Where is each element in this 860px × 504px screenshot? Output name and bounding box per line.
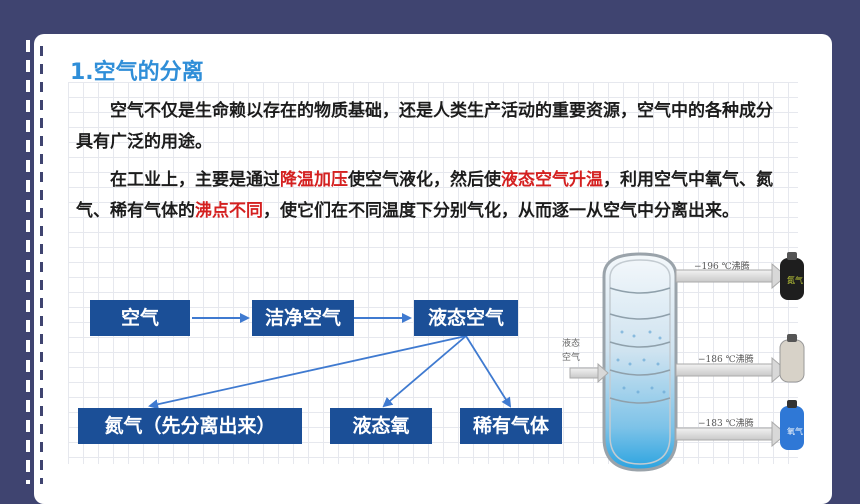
outlet-bottom-label: −183 ℃沸腾 — [698, 417, 754, 429]
arrow-liquid-to-rare — [465, 335, 512, 408]
binding-dashes — [26, 40, 30, 484]
box-air: 空气 — [90, 300, 190, 336]
binding-holes — [40, 46, 43, 484]
box-liquid-air: 液态空气 — [414, 300, 518, 336]
paragraph-1: 空气不仅是生命赖以存在的物质基础，还是人类生产活动的重要资源，空气中的各种成分具… — [76, 101, 773, 152]
inlet-label-1: 液态 — [562, 337, 580, 349]
paragraph-2-part-2: 使空气液化，然后使 — [348, 170, 501, 190]
arrow-liquid-to-nitrogen — [148, 335, 467, 410]
highlight-liquid-air-warming: 液态空气升温 — [501, 170, 603, 190]
paragraph-2-part-3: ，利用空气中氧气、氮气、稀有气体的 — [76, 170, 773, 221]
cylinder-top-label: 氮气 — [787, 275, 803, 285]
inlet-label-2: 空气 — [562, 351, 580, 363]
box-rare-gas: 稀有气体 — [460, 408, 562, 444]
outlet-top-label: −196 ℃沸腾 — [694, 260, 750, 272]
box-clean-air: 洁净空气 — [252, 300, 354, 336]
outlet-mid-label: −186 ℃沸腾 — [698, 353, 754, 365]
paragraph-2-part-4: ，使它们在不同温度下分别气化，从而逐一从空气中分离出来。 — [263, 201, 739, 221]
flow-arrows — [148, 313, 512, 410]
section-title: 1.空气的分离 — [70, 60, 204, 85]
paragraph-2-part-1: 在工业上，主要是通过 — [110, 170, 280, 190]
highlight-boiling-point: 沸点不同 — [195, 201, 263, 221]
box-nitrogen: 氮气（先分离出来） — [78, 408, 302, 444]
fractionation-column: −196 ℃沸腾 −186 ℃沸腾 −183 ℃沸腾 液态 空气 氮气 氧气 — [562, 252, 805, 472]
box-liquid-oxygen: 液态氧 — [330, 408, 432, 444]
highlight-cooling-pressure: 降温加压 — [280, 170, 348, 190]
paragraph-2: 在工业上，主要是通过降温加压使空气液化，然后使液态空气升温，利用空气中氧气、氮气… — [76, 165, 786, 227]
cylinder-bottom-label: 氧气 — [787, 426, 803, 436]
arrow-liquid-to-oxygen — [382, 335, 467, 408]
